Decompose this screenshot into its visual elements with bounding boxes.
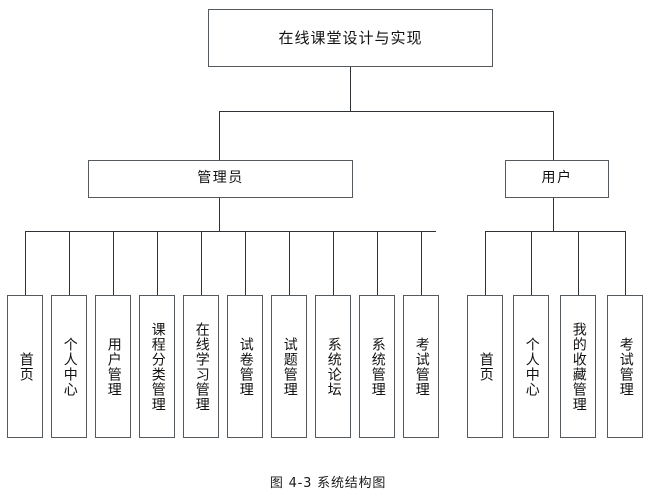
connector-admin-drop-3 [113, 231, 114, 295]
leaf-node-user-4-label: 考试管理 [617, 336, 634, 397]
leaf-node-admin-10: 考试管理 [403, 295, 439, 438]
connector-admin-drop-5 [201, 231, 202, 295]
connector-level1-bus [219, 111, 553, 112]
leaf-node-admin-4-label: 课程分类管理 [149, 321, 166, 412]
leaf-node-user-3: 我的收藏管理 [560, 295, 596, 438]
leaf-node-admin-9-label: 系统管理 [369, 336, 386, 397]
connector-admin-drop-10 [421, 231, 422, 295]
branch-node-user-label: 用户 [541, 170, 573, 187]
figure-caption: 图 4-3 系统结构图 [269, 476, 387, 491]
leaf-node-admin-3-label: 用户管理 [105, 336, 122, 397]
connector-admin-bus [25, 231, 436, 232]
connector-root-stem [350, 67, 351, 111]
connector-user-drop-2 [531, 231, 532, 295]
connector-admin-stem [219, 198, 220, 231]
connector-admin-drop-4 [157, 231, 158, 295]
root-node-label: 在线课堂设计与实现 [278, 28, 423, 47]
leaf-node-admin-8: 系统论坛 [315, 295, 351, 438]
leaf-node-user-2: 个人中心 [513, 295, 549, 438]
leaf-node-admin-5: 在线学习管理 [183, 295, 219, 438]
leaf-node-admin-6: 试卷管理 [227, 295, 263, 438]
connector-user-drop-4 [625, 231, 626, 295]
leaf-node-admin-2-label: 个人中心 [61, 336, 78, 397]
leaf-node-admin-9: 系统管理 [359, 295, 395, 438]
leaf-node-user-3-label: 我的收藏管理 [570, 321, 587, 412]
leaf-node-admin-8-label: 系统论坛 [325, 336, 342, 397]
leaf-node-user-1: 首页 [467, 295, 503, 438]
leaf-node-admin-5-label: 在线学习管理 [193, 321, 210, 412]
leaf-node-admin-7: 试题管理 [271, 295, 307, 438]
leaf-node-user-1-label: 首页 [477, 351, 494, 382]
connector-admin-drop-2 [69, 231, 70, 295]
leaf-node-user-2-label: 个人中心 [523, 336, 540, 397]
leaf-node-admin-4: 课程分类管理 [139, 295, 175, 438]
connector-user-bus [485, 231, 625, 232]
connector-admin-drop-9 [377, 231, 378, 295]
connector-user-drop-3 [578, 231, 579, 295]
connector-user-stem [553, 198, 554, 231]
leaf-node-admin-2: 个人中心 [51, 295, 87, 438]
leaf-node-admin-1: 首页 [7, 295, 43, 438]
connector-drop-admin [219, 111, 220, 160]
connector-admin-drop-6 [245, 231, 246, 295]
connector-drop-user [553, 111, 554, 160]
connector-admin-drop-7 [289, 231, 290, 295]
leaf-node-admin-6-label: 试卷管理 [237, 336, 254, 397]
branch-node-admin: 管理员 [88, 160, 353, 198]
connector-admin-drop-8 [333, 231, 334, 295]
branch-node-user: 用户 [505, 160, 609, 198]
leaf-node-admin-3: 用户管理 [95, 295, 131, 438]
connector-user-drop-1 [485, 231, 486, 295]
leaf-node-admin-1-label: 首页 [17, 351, 34, 382]
leaf-node-admin-7-label: 试题管理 [281, 336, 298, 397]
leaf-node-admin-10-label: 考试管理 [413, 336, 430, 397]
root-node-online-classroom: 在线课堂设计与实现 [208, 9, 493, 67]
branch-node-admin-label: 管理员 [197, 170, 244, 187]
leaf-node-user-4: 考试管理 [607, 295, 643, 438]
connector-admin-drop-1 [25, 231, 26, 295]
